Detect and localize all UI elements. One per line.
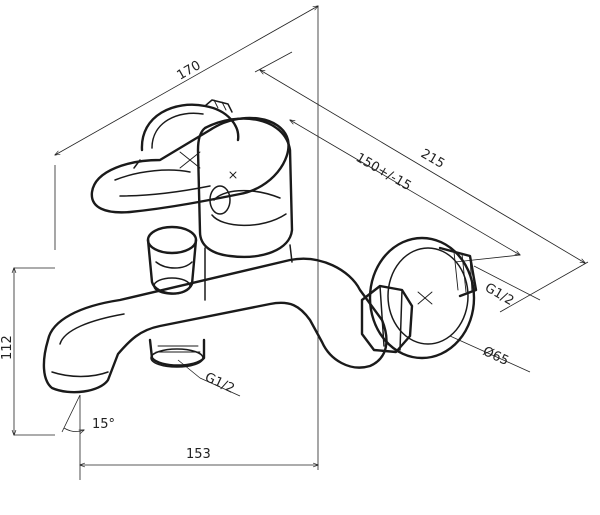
thread-bottom-label: G1/2 bbox=[202, 370, 236, 397]
dimension-170: 170 bbox=[55, 6, 318, 250]
dim-150-label: 150+/-15 bbox=[353, 150, 414, 194]
leader-g12-wall: G1/2 bbox=[473, 265, 541, 309]
right-connection bbox=[360, 236, 478, 360]
dim-112-label: 112 bbox=[0, 335, 15, 360]
mixer-body bbox=[196, 117, 294, 258]
flange-diameter-label: Ø65 bbox=[480, 344, 511, 369]
dimension-15-degree: 15° bbox=[61, 394, 115, 432]
dimension-153: 153 bbox=[80, 110, 318, 480]
dim-170-label: 170 bbox=[175, 58, 204, 83]
angle-label: 15° bbox=[92, 417, 115, 432]
spout bbox=[42, 244, 388, 394]
dimension-215: 215 bbox=[254, 51, 589, 313]
leader-flange-diameter: Ø65 bbox=[449, 335, 531, 373]
lever-handle bbox=[90, 116, 290, 214]
dim-153-label: 153 bbox=[186, 447, 211, 462]
dim-215-label: 215 bbox=[418, 146, 447, 171]
dimension-112: 112 bbox=[0, 268, 55, 435]
bottom-thread bbox=[148, 338, 206, 368]
left-flange bbox=[140, 99, 240, 152]
